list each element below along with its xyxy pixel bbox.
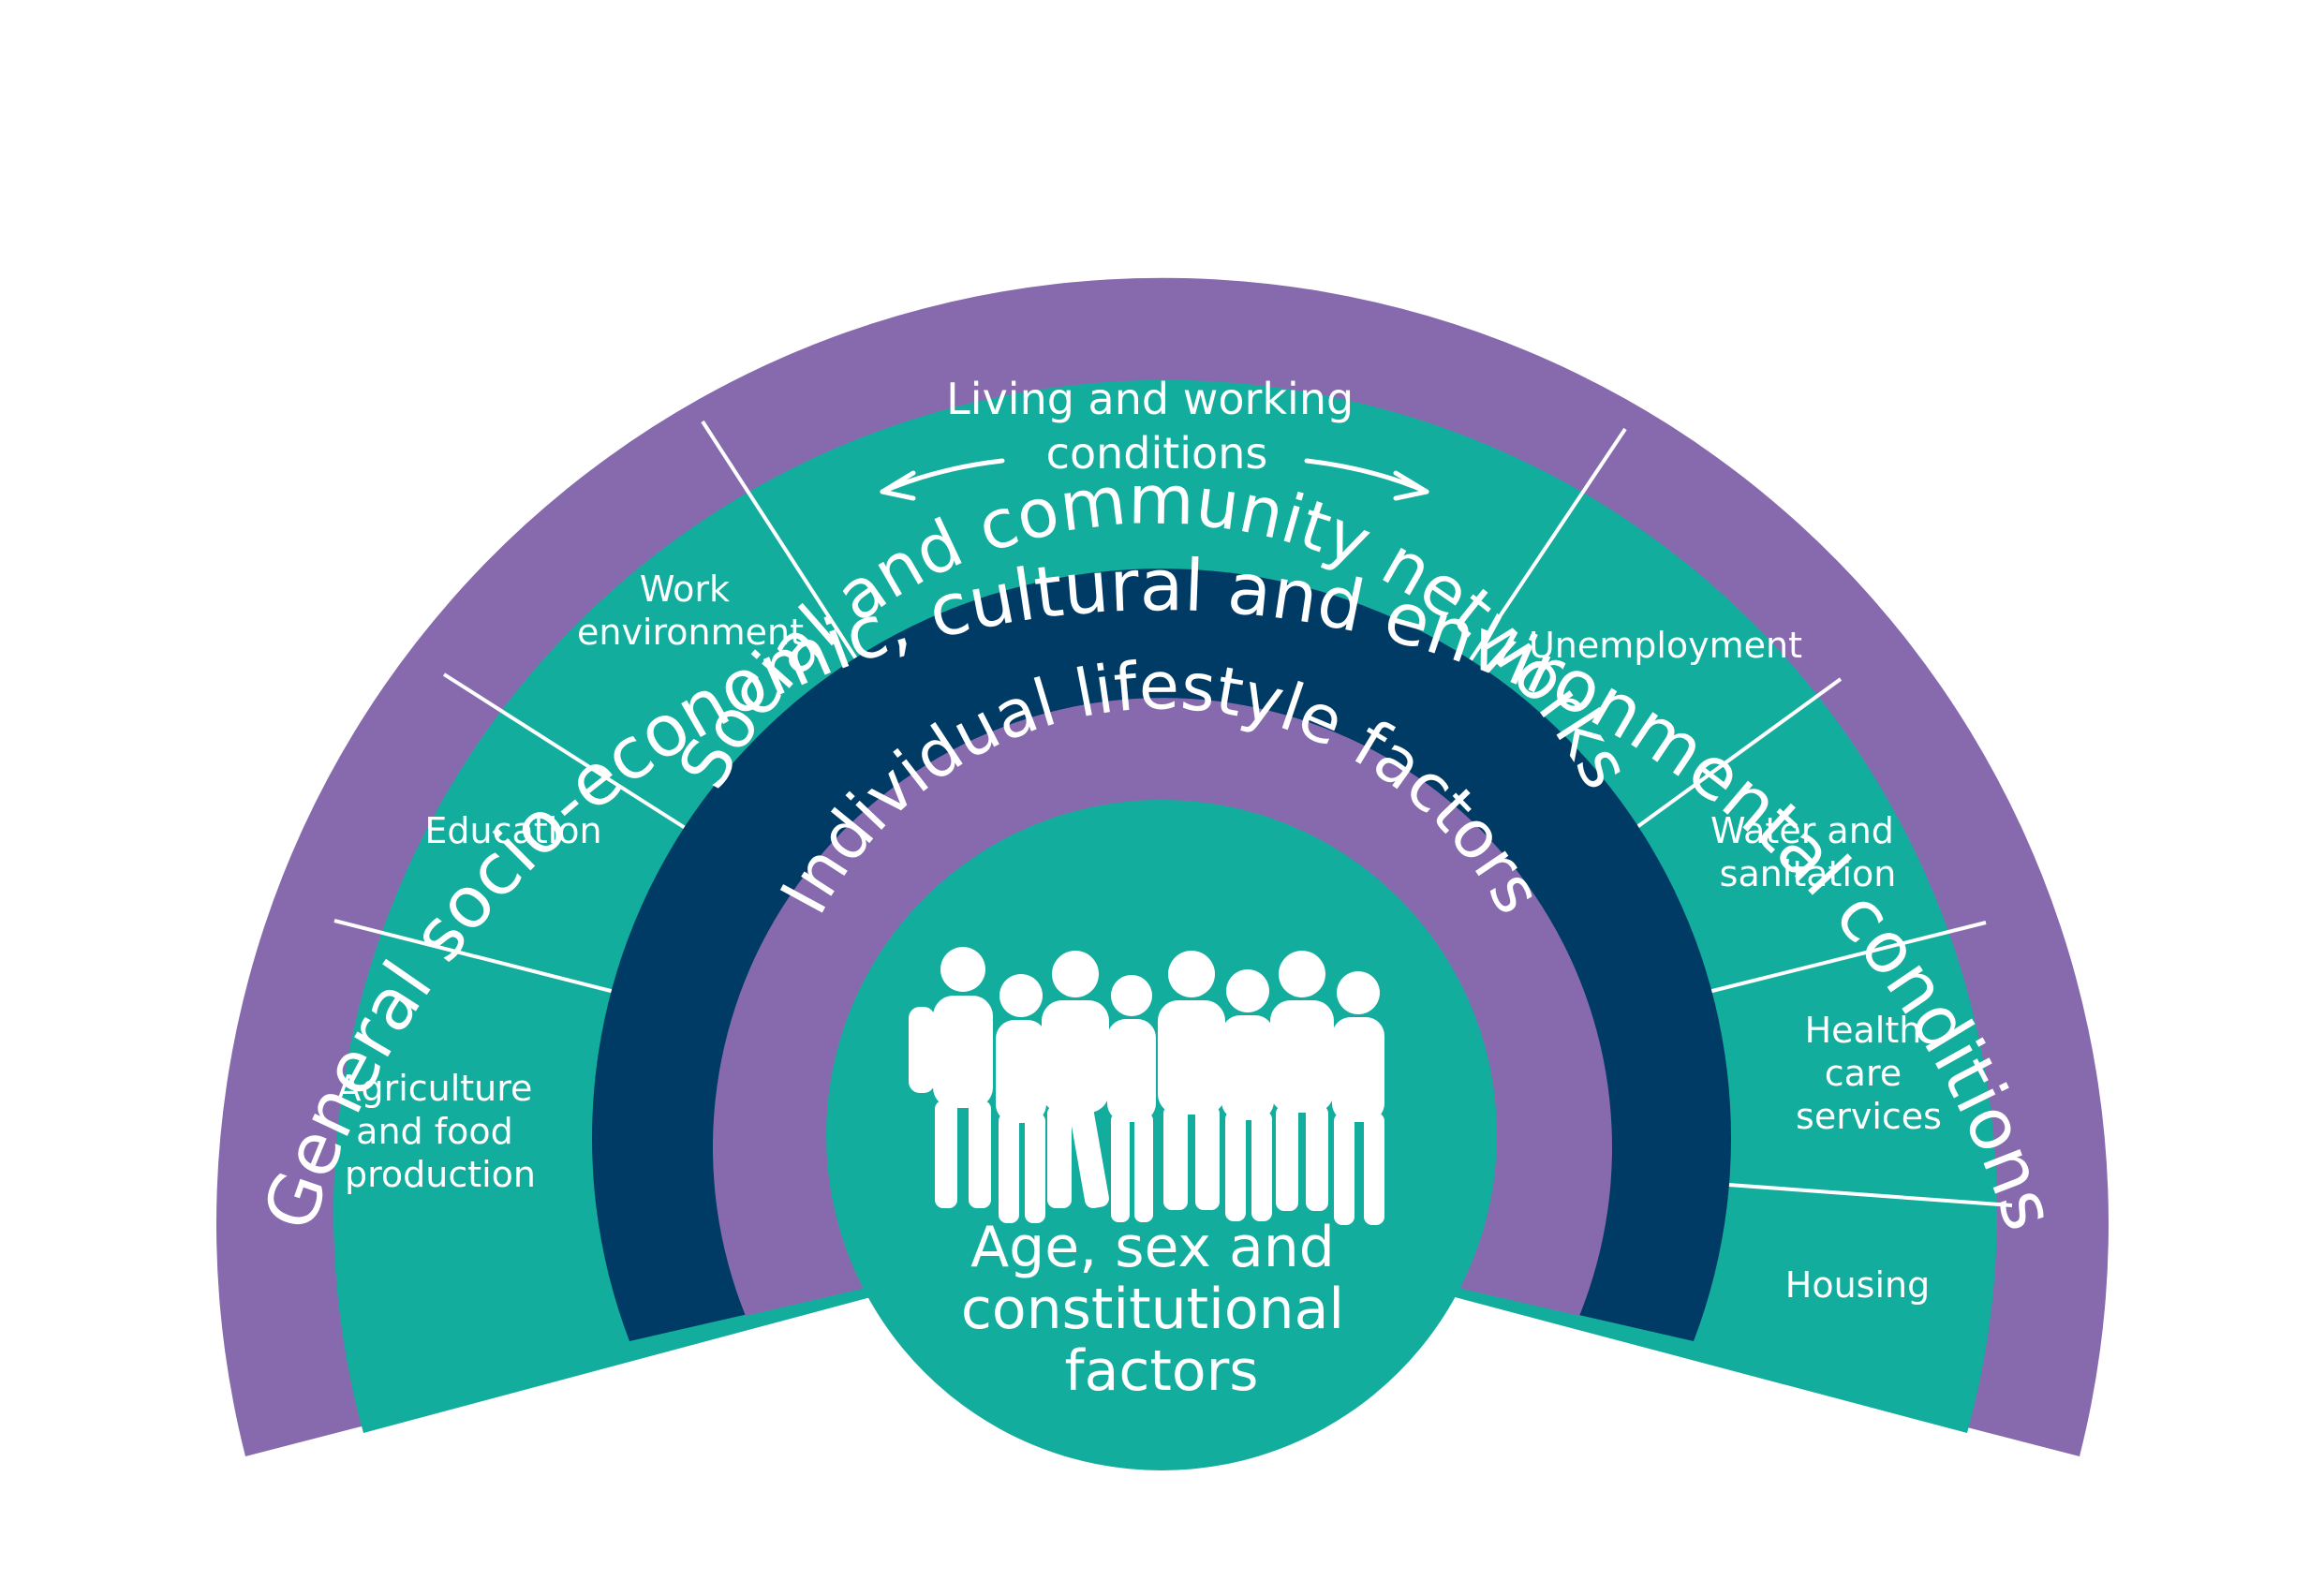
segment-work-environment: Work environment [577,569,804,653]
living-working-label: Living and working conditions [946,374,1368,479]
group-of-people-silhouette-icon [909,947,1384,1225]
segment-health-care: Health care services [1796,1010,1942,1137]
core-circle [826,800,1497,1470]
segment-unemployment: Unemployment [1529,625,1802,666]
core-label: Age, sex and constitutional factors [961,1215,1362,1404]
double-headed-arrow-icon [880,458,1429,501]
segment-housing: Housing [1785,1264,1930,1306]
segment-dividers [333,420,2013,1207]
segment-water-sanitation: Water and sanitation [1710,810,1905,894]
segment-agriculture: Agriculture and food production [336,1068,543,1195]
segment-education: Education [424,810,601,851]
